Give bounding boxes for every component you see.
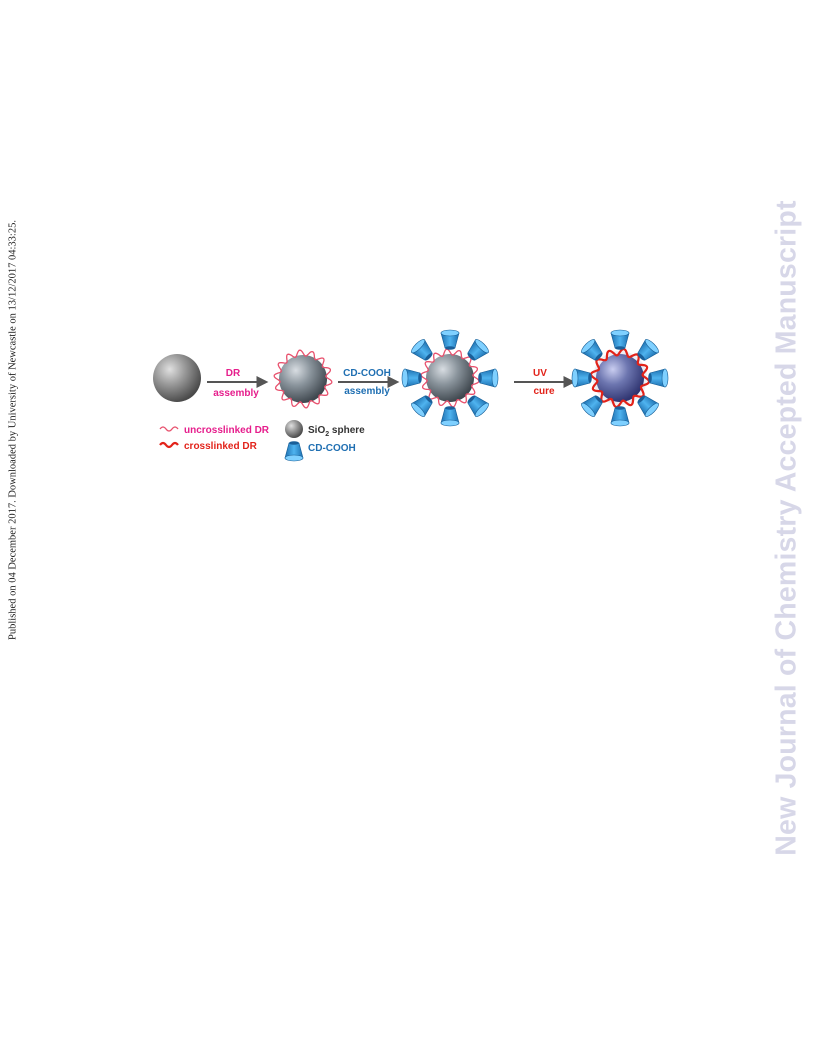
cd-cooh-molecule — [409, 391, 437, 419]
cd-cooh-assembled-sphere — [401, 329, 499, 427]
cd-cooh-molecule — [610, 329, 630, 351]
legend-crosslinked-label: crosslinked DR — [184, 441, 258, 452]
legend-sphere-icon — [285, 420, 303, 438]
arrow-3-label-top: UV — [533, 368, 547, 379]
legend-uncrosslinked-label: uncrosslinked DR — [184, 425, 270, 436]
assembly-scheme: DR assembly CD-COOH assembly UV cure unc… — [153, 329, 669, 462]
dr-coated-sphere — [273, 349, 333, 409]
legend-cd-label: CD-COOH — [308, 443, 356, 454]
arrow-1-label-bottom: assembly — [213, 388, 259, 399]
cd-cooh-molecule — [610, 405, 630, 427]
cd-cooh-molecule — [409, 337, 437, 365]
legend: uncrosslinked DR crosslinked DR SiO2 sph… — [159, 420, 365, 462]
uncrosslinked-dr-shell — [420, 348, 480, 408]
accepted-manuscript-watermark: New Journal of Chemistry Accepted Manusc… — [770, 200, 803, 856]
legend-sphere-label: SiO2 sphere — [308, 425, 365, 438]
uncrosslinked-dr-shell — [273, 349, 333, 409]
uv-cured-sphere — [571, 329, 669, 427]
cd-cooh-molecule — [440, 329, 460, 351]
cd-cooh-molecule — [401, 368, 423, 388]
arrow-2-label-top: CD-COOH — [343, 368, 391, 379]
bare-sio2-sphere — [153, 354, 201, 402]
cd-cooh-molecule — [440, 405, 460, 427]
arrow-2-label-bottom: assembly — [344, 386, 390, 397]
crosslinked-dr-swatch — [159, 441, 179, 449]
arrow-1-label-top: DR — [226, 368, 241, 379]
crosslinked-dr-shell — [589, 347, 651, 409]
cd-cooh-molecule — [571, 368, 593, 388]
uncrosslinked-dr-swatch — [159, 426, 179, 432]
cd-cooh-molecule — [463, 337, 491, 365]
cd-cooh-molecule — [477, 368, 499, 388]
arrow-3-label-bottom: cure — [533, 386, 555, 397]
cd-cooh-molecule — [647, 368, 669, 388]
publication-note: Published on 04 December 2017. Downloade… — [7, 220, 19, 640]
legend-cd-icon — [284, 440, 304, 462]
cd-cooh-molecule — [463, 391, 491, 419]
